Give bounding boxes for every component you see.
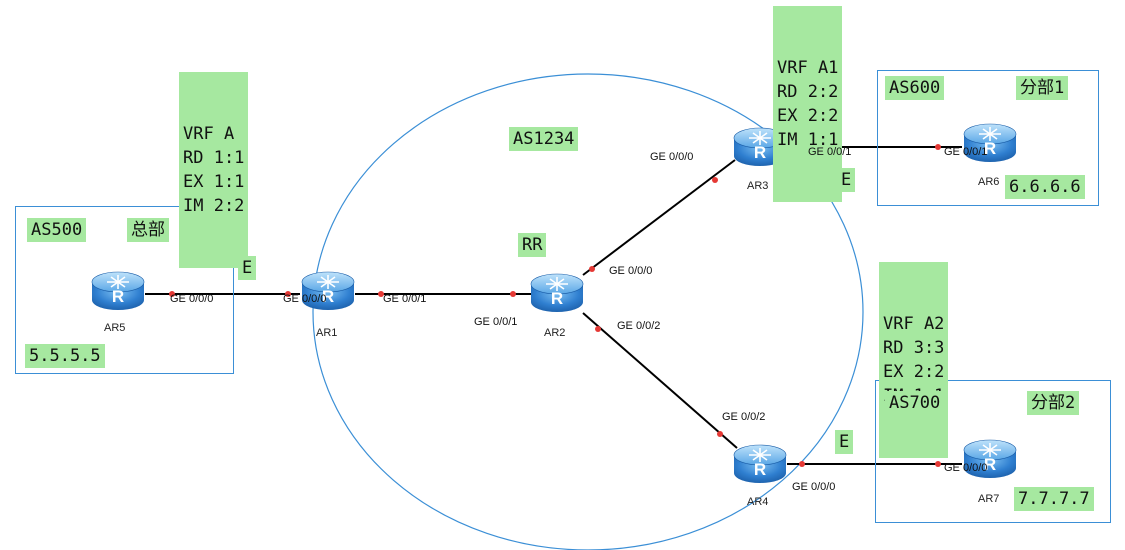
port-label-ar2-g0: GE 0/0/0	[609, 265, 653, 277]
port-dot	[595, 326, 601, 332]
router-ar5-label: AR5	[104, 322, 126, 334]
port-dot	[378, 291, 384, 297]
router-ar4-icon[interactable]	[733, 444, 787, 484]
ebgp-tag-b1: E	[837, 168, 856, 192]
router-ar3-label: AR3	[747, 180, 769, 192]
port-label-ar4-g2: GE 0/0/2	[722, 411, 766, 423]
router-ar7-label: AR7	[978, 493, 1000, 505]
port-label-ar1-g0: GE 0/0/0	[283, 293, 327, 305]
site-b1-ip-label: 6.6.6.6	[1005, 175, 1085, 199]
port-label-ar2-g1: GE 0/0/1	[474, 316, 518, 328]
port-dot	[510, 291, 516, 297]
port-dot	[717, 431, 723, 437]
site-b2-as-label: AS700	[885, 391, 945, 415]
link-ar2-ar4	[582, 312, 738, 449]
rr-label: RR	[518, 233, 547, 257]
port-label-ar7-g0: GE 0/0/0	[944, 462, 988, 474]
port-dot	[712, 177, 718, 183]
site-b1-as-label: AS600	[885, 76, 945, 100]
site-hq-ip-label: 5.5.5.5	[25, 344, 105, 368]
ebgp-tag-b2: E	[835, 430, 854, 454]
router-ar2-icon[interactable]	[530, 273, 584, 313]
link-ar2-ar3	[582, 159, 736, 276]
site-b2-box	[875, 380, 1111, 523]
port-label-ar6-g1: GE 0/0/1	[944, 146, 988, 158]
port-dot	[589, 266, 595, 272]
site-b2-ip-label: 7.7.7.7	[1014, 487, 1094, 511]
port-dot	[935, 461, 941, 467]
port-label-ar5-g0: GE 0/0/0	[170, 293, 214, 305]
site-hq-as-label: AS500	[27, 218, 87, 242]
port-label-ar1-g1: GE 0/0/1	[383, 293, 427, 305]
port-label-ar3-g1: GE 0/0/1	[808, 146, 852, 158]
port-dot	[935, 144, 941, 150]
site-hq-box	[15, 206, 234, 374]
site-b2-name-label: 分部2	[1027, 391, 1080, 415]
port-label-ar3-g0: GE 0/0/0	[650, 151, 694, 163]
port-dot	[169, 291, 175, 297]
router-ar2-label: AR2	[544, 327, 566, 339]
as1234-boundary	[312, 73, 864, 550]
site-b1-box	[877, 70, 1099, 206]
router-ar4-label: AR4	[747, 496, 769, 508]
port-label-ar4-g0: GE 0/0/0	[792, 481, 836, 493]
port-label-ar2-g2: GE 0/0/2	[617, 320, 661, 332]
router-ar6-label: AR6	[978, 176, 1000, 188]
port-dot	[799, 461, 805, 467]
site-hq-name-label: 总部	[127, 218, 169, 242]
router-ar1-label: AR1	[316, 327, 338, 339]
port-dot	[285, 291, 291, 297]
as-core-label: AS1234	[509, 127, 579, 151]
ebgp-tag-hq: E	[238, 256, 257, 280]
site-b1-name-label: 分部1	[1016, 76, 1069, 100]
